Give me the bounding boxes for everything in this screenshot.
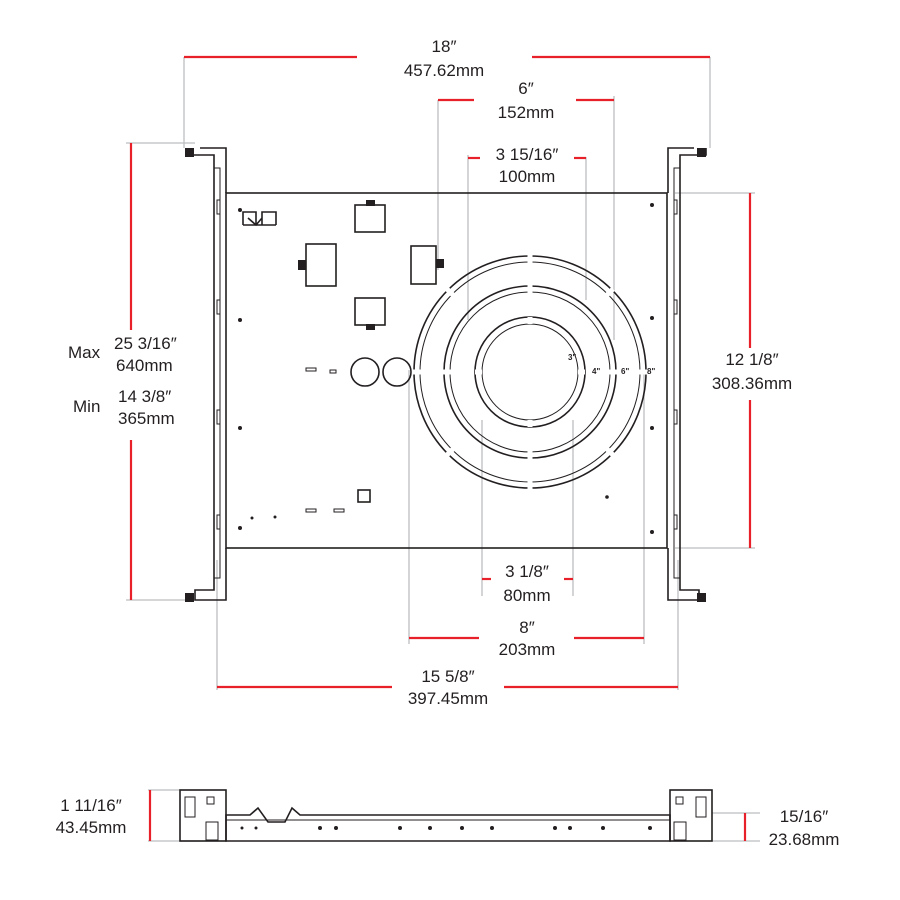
plate-height-imperial: 12 1/8″	[725, 350, 778, 369]
aperture-3-metric: 80mm	[503, 586, 550, 605]
side-plate-height-imperial: 15/16″	[780, 807, 829, 826]
extension-lines	[126, 57, 760, 842]
mounting-plate-top-view: 3" 4" 6" 8"	[185, 147, 707, 602]
ring-marker-8: 8"	[647, 367, 655, 376]
side-height-metric: 43.45mm	[56, 818, 127, 837]
mounting-plate-side-view	[179, 789, 713, 842]
right-side-bracket	[669, 789, 713, 842]
plate-knockouts	[305, 357, 412, 513]
dimension-labels: 18″ 457.62mm 6″ 152mm 3 15/16″ 100mm 3 1…	[56, 37, 840, 849]
aperture-4-metric: 100mm	[499, 167, 556, 186]
bar-max-metric: 640mm	[116, 356, 173, 375]
plate-outline	[225, 192, 668, 549]
ring-markers: 3" 4" 6" 8"	[568, 353, 655, 376]
left-hanger-bar	[185, 147, 227, 602]
aperture-8-metric: 203mm	[499, 640, 556, 659]
bar-max-imperial: 25 3/16″	[114, 334, 177, 353]
ring-marker-4: 4"	[592, 367, 600, 376]
aperture-rings	[412, 254, 648, 490]
plate-height-metric: 308.36mm	[712, 374, 792, 393]
overall-width-imperial: 18″	[432, 37, 457, 56]
aperture-3-imperial: 3 1/8″	[505, 562, 549, 581]
overall-width-metric: 457.62mm	[404, 61, 484, 80]
right-hanger-bar	[667, 147, 707, 602]
side-height-imperial: 1 11/16″	[60, 796, 121, 815]
dimension-lines	[129, 55, 752, 841]
bar-min-imperial: 14 3/8″	[118, 387, 171, 406]
aperture-8-imperial: 8″	[519, 618, 534, 637]
bar-min-prefix: Min	[73, 397, 100, 416]
bar-min-metric: 365mm	[118, 409, 175, 428]
bar-max-prefix: Max	[68, 343, 101, 362]
plate-width-imperial: 15 5/8″	[421, 667, 474, 686]
plate-holes	[238, 203, 654, 534]
plate-width-metric: 397.45mm	[408, 689, 488, 708]
ring-marker-6: 6"	[621, 367, 629, 376]
ring-marker-3: 3"	[568, 353, 576, 362]
plate-brackets	[242, 200, 444, 503]
left-side-bracket	[179, 789, 227, 842]
aperture-6-metric: 152mm	[498, 103, 555, 122]
aperture-6-imperial: 6″	[518, 79, 533, 98]
aperture-4-imperial: 3 15/16″	[496, 145, 559, 164]
side-plate-height-metric: 23.68mm	[769, 830, 840, 849]
